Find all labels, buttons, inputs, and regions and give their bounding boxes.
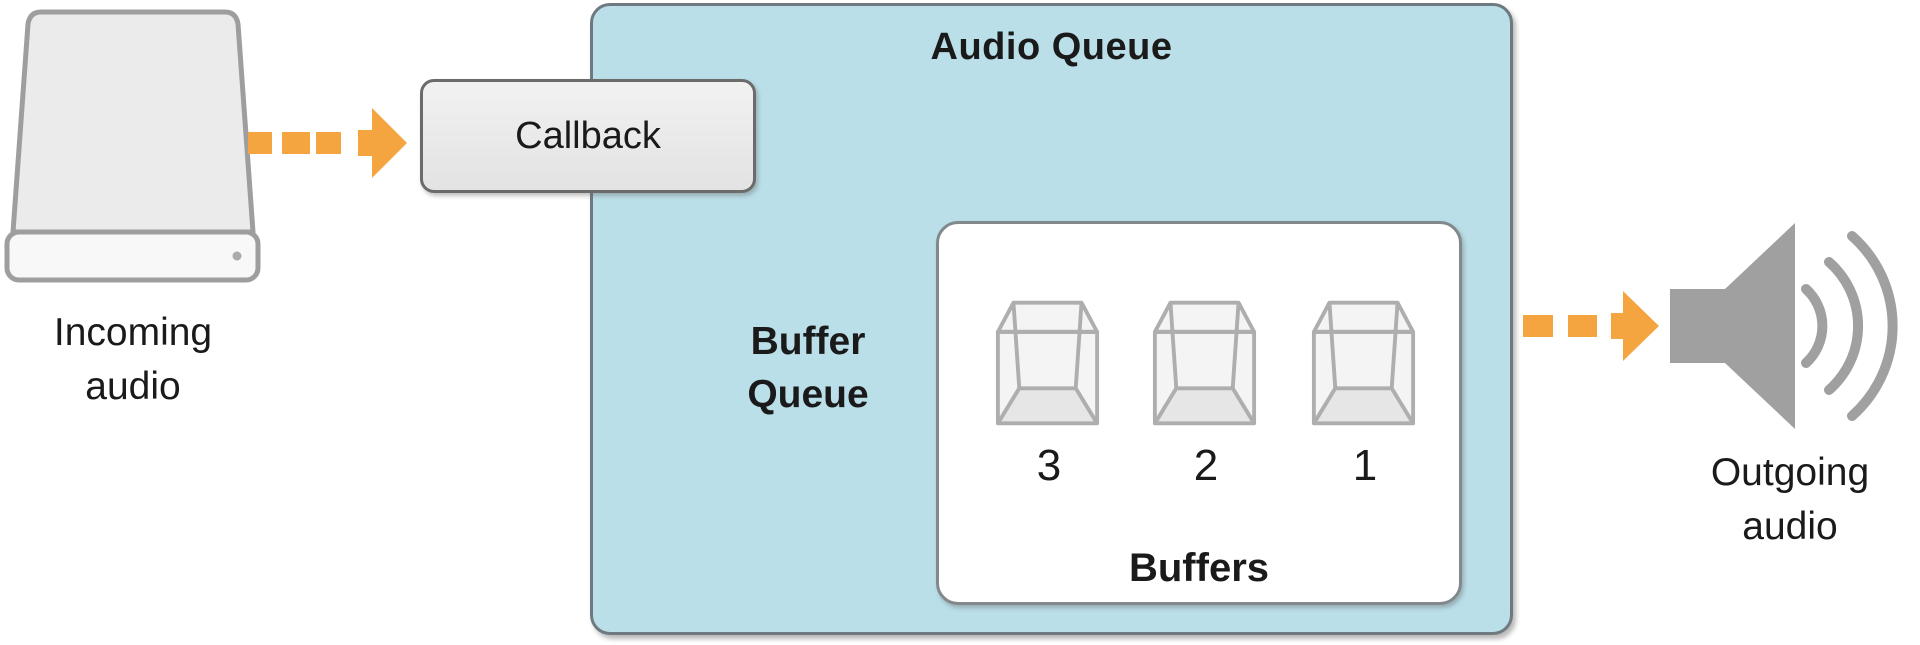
buffer-number: 3 xyxy=(1036,441,1062,490)
buffer-1: 1 xyxy=(1310,298,1420,490)
buffer-number: 1 xyxy=(1352,441,1378,490)
buffers-label: Buffers xyxy=(1128,546,1270,590)
callback-label: Callback xyxy=(515,114,661,157)
speaker-icon xyxy=(1670,223,1898,429)
buffer-2: 2 xyxy=(1151,298,1261,490)
buffer-queue-label-line2: Queue xyxy=(747,373,869,416)
buffer-3: 3 xyxy=(994,298,1104,490)
audio-queue-title: Audio Queue xyxy=(930,26,1173,68)
buffer-cube-icon xyxy=(1152,300,1257,426)
sound-waves-icon xyxy=(1801,231,1898,421)
drive-led-dot xyxy=(232,251,242,261)
buffer-cube-icon xyxy=(1311,300,1416,426)
buffer-queue-label-line1: Buffer xyxy=(750,320,866,363)
input-arrow-icon xyxy=(248,108,407,178)
output-arrow-icon xyxy=(1523,291,1659,361)
callback-box: Callback xyxy=(420,79,756,193)
buffer-cube-icon xyxy=(995,300,1100,426)
audio-queue-container: Audio Queue Buffer Queue 3 xyxy=(590,3,1513,635)
hard-drive-icon xyxy=(4,9,261,283)
buffer-number: 2 xyxy=(1193,441,1219,490)
incoming-audio-label: Incoming audio xyxy=(53,311,213,408)
buffer-queue-label: Buffer Queue xyxy=(698,315,918,421)
buffers-box: 3 2 xyxy=(936,221,1462,605)
outgoing-audio-label: Outgoing audio xyxy=(1710,451,1870,548)
